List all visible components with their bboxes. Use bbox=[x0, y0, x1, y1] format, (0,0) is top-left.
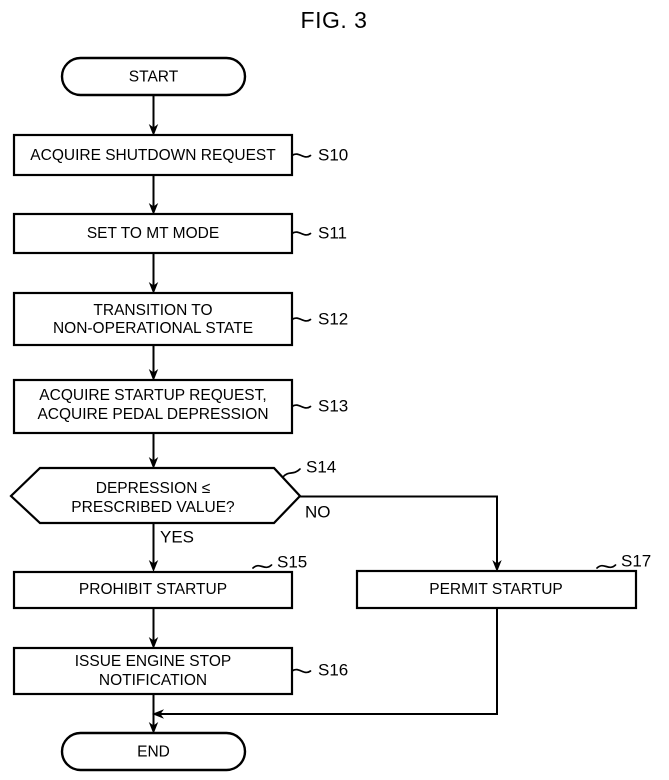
step-marker-s15: S15 bbox=[252, 552, 307, 571]
end-terminator-shape bbox=[60, 731, 247, 772]
s13-label-line2: ACQUIRE PEDAL DEPRESSION bbox=[37, 406, 268, 423]
s15-label: PROHIBIT STARTUP bbox=[79, 581, 227, 598]
step-marker-s16: S16 bbox=[291, 660, 348, 679]
s10-step-label: S10 bbox=[318, 145, 348, 164]
start-label: START bbox=[129, 69, 179, 86]
s16-step-label: S16 bbox=[318, 660, 348, 679]
figure-title: FIG. 3 bbox=[301, 7, 368, 33]
node-s13[interactable]: ACQUIRE STARTUP REQUEST, ACQUIRE PEDAL D… bbox=[12, 378, 294, 435]
s13-process-shape bbox=[12, 378, 294, 435]
connector-s17-to-end-merge bbox=[152, 608, 498, 719]
s10-label: ACQUIRE SHUTDOWN REQUEST bbox=[30, 147, 276, 164]
s16-label-line2: NOTIFICATION bbox=[99, 672, 207, 689]
s14-label-line2: PRESCRIBED VALUE? bbox=[71, 499, 235, 516]
s16-process-shape bbox=[12, 646, 294, 696]
connector-s16-to-end bbox=[148, 694, 159, 734]
connector-s12-to-s13 bbox=[148, 345, 159, 381]
s17-step-label: S17 bbox=[621, 551, 651, 570]
s15-process-shape bbox=[12, 570, 294, 610]
step-marker-s12: S12 bbox=[291, 309, 348, 328]
connector-s14-yes-to-s15 bbox=[148, 523, 159, 572]
node-s11[interactable]: SET TO MT MODE bbox=[12, 212, 294, 255]
s14-label-line1: DEPRESSION ≤ bbox=[96, 480, 211, 497]
step-marker-s11: S11 bbox=[291, 223, 347, 242]
s12-label-line2: NON-OPERATIONAL STATE bbox=[53, 320, 253, 337]
s14-decision-shape bbox=[9, 466, 302, 525]
s12-step-label: S12 bbox=[318, 309, 348, 328]
s11-step-label: S11 bbox=[318, 223, 347, 242]
s11-process-shape bbox=[12, 212, 294, 255]
node-s15[interactable]: PROHIBIT STARTUP bbox=[12, 570, 294, 610]
step-marker-s13: S13 bbox=[291, 396, 348, 415]
s14-step-label: S14 bbox=[306, 457, 336, 476]
start-terminator-shape bbox=[60, 56, 247, 97]
step-marker-s17: S17 bbox=[596, 551, 651, 570]
connector-s13-to-s14 bbox=[148, 433, 159, 469]
connector-s11-to-s12 bbox=[148, 253, 159, 294]
s17-label: PERMIT STARTUP bbox=[429, 581, 563, 598]
s15-step-label: S15 bbox=[277, 552, 307, 571]
s11-label: SET TO MT MODE bbox=[87, 225, 219, 242]
s12-label-line1: TRANSITION TO bbox=[93, 302, 212, 319]
step-marker-s14: S14 bbox=[282, 457, 336, 478]
s13-step-label: S13 bbox=[318, 396, 348, 415]
node-s17[interactable]: PERMIT STARTUP bbox=[355, 569, 638, 610]
s12-process-shape bbox=[12, 291, 294, 347]
s17-process-shape bbox=[355, 569, 638, 610]
s16-label-line1: ISSUE ENGINE STOP bbox=[75, 653, 231, 670]
node-end[interactable]: END bbox=[60, 731, 247, 772]
node-s12[interactable]: TRANSITION TO NON-OPERATIONAL STATE bbox=[12, 291, 294, 347]
branch-label-no: NO bbox=[305, 502, 331, 521]
connector-start-to-s10 bbox=[148, 94, 159, 136]
node-start[interactable]: START bbox=[60, 56, 247, 97]
step-marker-s10: S10 bbox=[291, 145, 348, 164]
node-s10[interactable]: ACQUIRE SHUTDOWN REQUEST bbox=[12, 133, 294, 177]
connector-s10-to-s11 bbox=[148, 175, 159, 215]
connector-s15-to-s16 bbox=[148, 608, 159, 649]
end-label: END bbox=[137, 744, 170, 761]
connector-s14-no-to-s17 bbox=[300, 495, 502, 572]
node-s16[interactable]: ISSUE ENGINE STOP NOTIFICATION bbox=[12, 646, 294, 696]
s13-label-line1: ACQUIRE STARTUP REQUEST, bbox=[39, 387, 266, 404]
branch-label-yes: YES bbox=[160, 527, 194, 546]
node-s14[interactable]: DEPRESSION ≤ PRESCRIBED VALUE? bbox=[9, 466, 302, 525]
